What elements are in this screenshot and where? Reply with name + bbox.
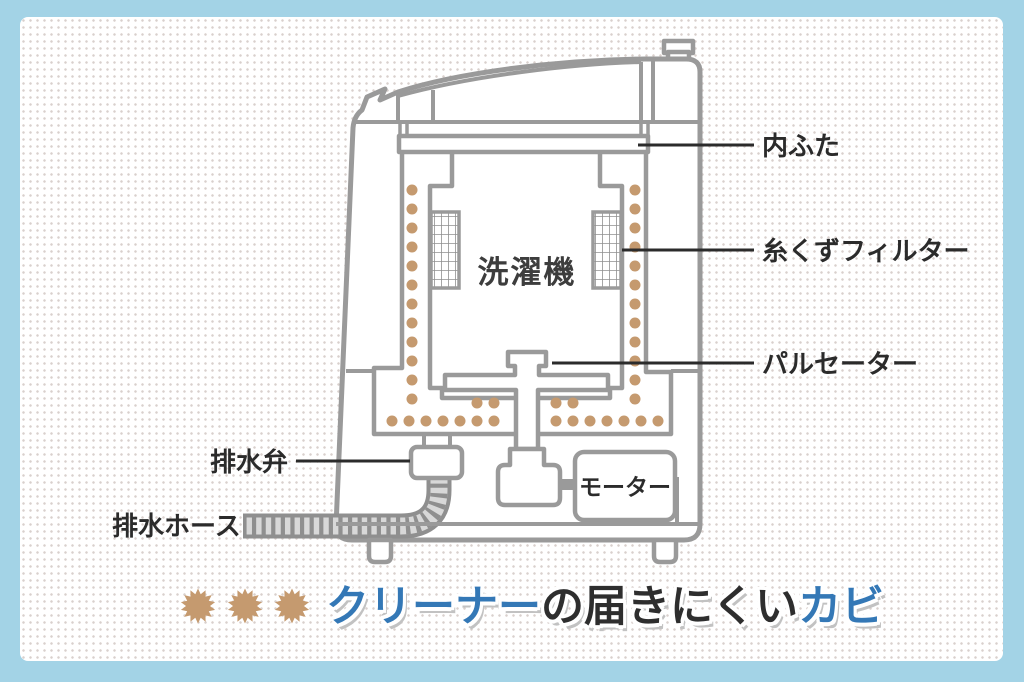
motor-label: モーター xyxy=(579,475,671,501)
mold-dot xyxy=(629,393,641,405)
bottom-title: クリーナーの届きにくいカビ xyxy=(326,582,885,632)
mold-dot xyxy=(567,397,579,409)
mold-dot xyxy=(629,203,641,215)
mold-dot xyxy=(567,415,579,427)
title-part-middle: の届きにくい xyxy=(541,582,799,632)
mold-dot xyxy=(406,222,418,234)
mold-dot xyxy=(584,415,596,427)
inner-tub-walls xyxy=(427,152,625,401)
leader-lines xyxy=(296,143,754,463)
mold-dot xyxy=(629,184,641,196)
mold-dot xyxy=(406,317,418,329)
title-part-cleaner: クリーナー xyxy=(326,582,541,632)
title-part-mold: カビ xyxy=(798,582,885,632)
mold-starburst-icons xyxy=(180,588,310,624)
mold-dot xyxy=(406,184,418,196)
foot-left xyxy=(366,537,394,565)
starburst-icon xyxy=(180,588,216,624)
mold-dot xyxy=(601,415,613,427)
lint-filter-label: 糸くずフィルター xyxy=(762,237,969,267)
mold-dot xyxy=(550,397,562,409)
inner-lid-bar xyxy=(396,133,651,155)
mold-dot xyxy=(454,415,466,427)
mold-dot xyxy=(618,415,630,427)
lint-filter-left xyxy=(429,210,461,290)
mold-dot xyxy=(635,415,647,427)
mold-dot xyxy=(406,336,418,348)
lint-filter-right xyxy=(591,210,623,290)
mold-dot xyxy=(488,415,500,427)
mold-dot xyxy=(406,260,418,272)
mold-dot xyxy=(629,260,641,272)
mold-dot xyxy=(629,355,641,367)
mold-dot xyxy=(629,317,641,329)
drain-valve-box xyxy=(408,444,465,481)
mold-dot xyxy=(406,355,418,367)
water-inlet-knob xyxy=(661,38,696,64)
starburst-icon xyxy=(274,588,310,624)
mold-dot xyxy=(629,298,641,310)
foot-right xyxy=(651,537,679,565)
drain-valve-label: 排水弁 xyxy=(210,447,288,478)
mold-dot xyxy=(406,203,418,215)
mold-dot xyxy=(406,298,418,310)
mold-dots xyxy=(386,184,664,427)
mold-dot xyxy=(652,415,664,427)
mold-dot xyxy=(488,397,500,409)
mold-dot xyxy=(629,374,641,386)
mold-dot xyxy=(406,393,418,405)
motor-coupling xyxy=(560,479,576,490)
mold-dot xyxy=(403,415,415,427)
machine-center-label: 洗濯機 xyxy=(478,255,577,291)
mold-dot xyxy=(629,279,641,291)
mold-dot xyxy=(550,415,562,427)
mold-dot xyxy=(629,222,641,234)
mold-dot xyxy=(437,415,449,427)
gearbox-shape xyxy=(495,446,563,508)
mold-dot xyxy=(386,415,398,427)
mold-dot xyxy=(406,279,418,291)
starburst-icon xyxy=(227,588,263,624)
mold-dot xyxy=(629,336,641,348)
drain-hose-label: 排水ホース xyxy=(112,512,241,542)
mold-dot xyxy=(471,415,483,427)
mold-dot xyxy=(406,374,418,386)
mold-dot xyxy=(420,415,432,427)
mold-dot xyxy=(471,397,483,409)
pulsator-label: パルセーター xyxy=(762,350,918,380)
inner-lid-label: 内ふた xyxy=(762,132,840,162)
mold-dot xyxy=(406,241,418,253)
